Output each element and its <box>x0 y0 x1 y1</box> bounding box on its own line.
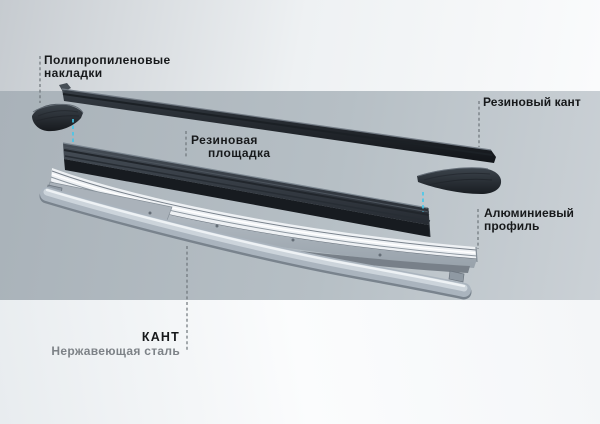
steel-kant-label: КАНТ Нержавеющая сталь <box>40 331 180 357</box>
tube-bracket-right-2 <box>448 270 465 283</box>
polypropylene-pad-right <box>417 167 502 194</box>
aluminum-profile-label: Алюминиевый профиль <box>484 207 574 232</box>
background-band-bottom <box>0 300 600 424</box>
steel-kant-label-subtitle: Нержавеющая сталь <box>51 343 180 358</box>
rubber-platform-label-line2: площадка <box>208 145 271 160</box>
steel-kant-label-title: КАНТ <box>141 330 180 344</box>
polypropylene-pads-label: Полипропиленовые накладки <box>44 54 171 79</box>
rubber-platform-part <box>62 142 431 238</box>
background-band-top <box>0 0 600 91</box>
aluminum-profile-label-line1: Алюминиевый <box>484 206 575 220</box>
aluminum-profile-label-line2: профиль <box>484 218 540 233</box>
rubber-edging-strip <box>59 83 496 163</box>
rubber-edging-label: Резиновый кант <box>483 95 581 109</box>
polypropylene-pad-left <box>32 103 84 132</box>
steel-kant-tube <box>39 184 472 300</box>
rubber-platform-label: Резиновая площадка <box>191 134 271 159</box>
polypropylene-pads-label-line1: Полипропиленовые <box>44 53 171 67</box>
rubber-platform-label-line1: Резиновая <box>191 133 258 147</box>
polypropylene-pads-label-line2: накладки <box>44 65 103 80</box>
